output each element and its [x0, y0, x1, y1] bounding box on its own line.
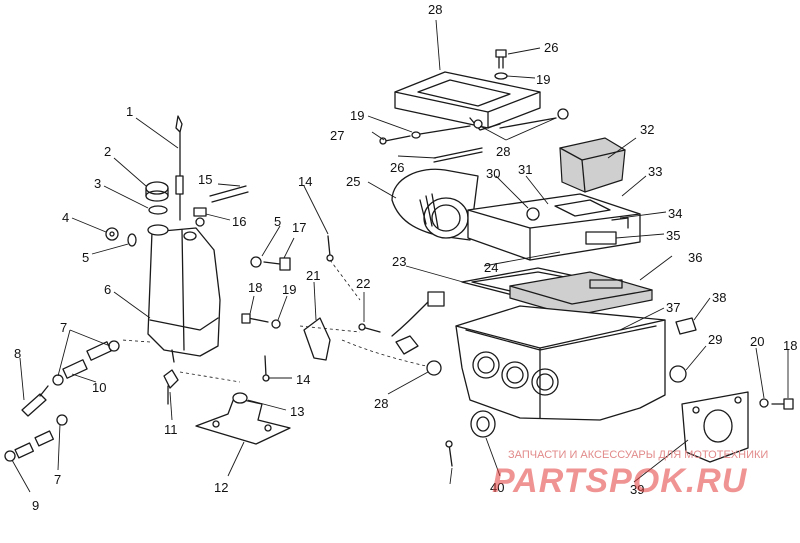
callout-36: 37 [666, 300, 680, 315]
callout-16: 16 [232, 214, 246, 229]
part-screw-40 [445, 440, 453, 467]
callout-19-left: 19 [282, 282, 296, 297]
callout-28-top: 28 [496, 144, 510, 159]
part-bracket-plate [681, 391, 794, 463]
leader-lines [11, 19, 789, 493]
callout-2: 2 [104, 144, 111, 159]
callout-12: 12 [214, 480, 228, 495]
callout-17: 17 [292, 220, 306, 235]
callout-27: 28 [428, 2, 442, 17]
callout-35: 36 [688, 250, 702, 265]
callout-28-right: 29 [708, 332, 722, 347]
watermark-logo: PARTSPOK.RU [492, 462, 748, 500]
callout-5-left: 5 [82, 250, 89, 265]
watermark: ЗАПЧАСТИ И АКСЕССУАРЫ ДЛЯ МОТОТЕХНИКИ PA… [492, 449, 768, 500]
callout-29: 30 [486, 166, 500, 181]
callout-37: 38 [712, 290, 726, 305]
part-intake-boot [391, 168, 479, 241]
part-grommet-13 [232, 392, 248, 404]
callout-34: 35 [666, 228, 680, 243]
callout-4: 4 [62, 210, 69, 225]
part-hoses-left [4, 340, 120, 462]
part-sensor [358, 291, 445, 355]
part-airbox [455, 305, 666, 421]
callout-19-top: 19 [536, 72, 550, 87]
part-oil-tank [147, 224, 221, 363]
part-hose-clamp [433, 147, 483, 163]
part-filter-element [509, 271, 653, 317]
callout-10: 10 [92, 380, 106, 395]
callout-26-top: 26 [544, 40, 558, 55]
callout-26-side: 27 [330, 128, 344, 143]
callout-22: 23 [392, 254, 406, 269]
callout-24: 25 [346, 174, 360, 189]
callout-32: 33 [648, 164, 662, 179]
callout-13: 13 [290, 404, 304, 419]
callout-18-left: 18 [248, 280, 262, 295]
callout-23: 24 [484, 260, 498, 275]
callout-8: 8 [14, 346, 21, 361]
part-foam-filter [559, 137, 626, 193]
part-fitting-16 [193, 207, 207, 227]
part-top-cover [394, 71, 541, 131]
callout-15: 15 [198, 172, 212, 187]
callout-30: 31 [518, 162, 532, 177]
routing-dashes [121, 259, 427, 383]
part-grommet-37 [675, 317, 697, 335]
callout-19-mid: 19 [350, 108, 364, 123]
callout-9: 9 [32, 498, 39, 513]
callout-14-top: 14 [298, 174, 312, 189]
callout-14-bottom: 14 [296, 372, 310, 387]
callout-labels: 1 2 3 4 5 5 6 7 7 8 9 10 11 12 13 14 14 … [14, 2, 797, 513]
part-bolt-17 [250, 256, 291, 271]
callout-20: 21 [306, 268, 320, 283]
part-cap [145, 181, 169, 215]
callout-31: 32 [640, 122, 654, 137]
callout-25: 26 [390, 160, 404, 175]
callout-5-right: 5 [274, 214, 281, 229]
callout-18-right: 18 [783, 338, 797, 353]
callout-3: 3 [94, 176, 101, 191]
part-rubber-mounts [426, 360, 687, 383]
parts-line-art [4, 49, 794, 467]
callout-33: 34 [668, 206, 682, 221]
callout-6: 6 [104, 282, 111, 297]
callout-28-mid: 28 [374, 396, 388, 411]
part-mount-bracket-12 [195, 397, 291, 445]
part-bolt-top [494, 49, 508, 80]
callout-11: 11 [164, 422, 178, 437]
part-fitting-11 [163, 369, 179, 405]
callout-7-bottom: 7 [54, 472, 61, 487]
part-grommet-39 [470, 410, 496, 438]
callout-39: 40 [490, 480, 504, 495]
part-upper-housing [467, 193, 641, 261]
callout-7-top: 7 [60, 320, 67, 335]
callout-19-right: 20 [750, 334, 764, 349]
part-washers-left [105, 227, 137, 247]
part-bracket-20 [241, 313, 331, 361]
part-dipstick [175, 115, 184, 221]
callout-21: 22 [356, 276, 370, 291]
callout-1: 1 [126, 104, 133, 119]
watermark-text: ЗАПЧАСТИ И АКСЕССУАРЫ ДЛЯ МОТОТЕХНИКИ [508, 449, 768, 461]
callout-38: 39 [630, 482, 644, 497]
part-hose-15 [209, 185, 249, 203]
